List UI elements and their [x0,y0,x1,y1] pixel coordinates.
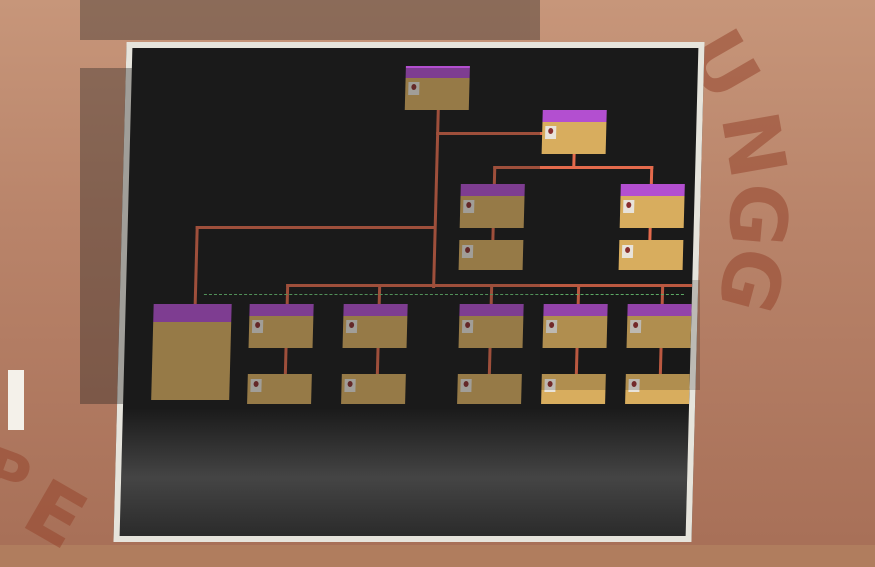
dark-overlay-right [540,280,700,390]
portrait-photo [545,126,557,139]
light-glare [119,408,689,542]
portrait-photo [621,245,634,258]
dark-overlay-top [80,0,540,40]
org-card-second [541,110,607,154]
org-card-mid-right-sub [618,240,684,270]
dark-overlay-main [80,68,540,404]
org-card-title [620,184,685,196]
paper-note [8,370,24,430]
connector-line [649,166,654,186]
portrait-photo [623,200,635,213]
connector-line [648,226,652,240]
org-card-mid-right [619,184,685,228]
org-card-title [542,110,607,122]
